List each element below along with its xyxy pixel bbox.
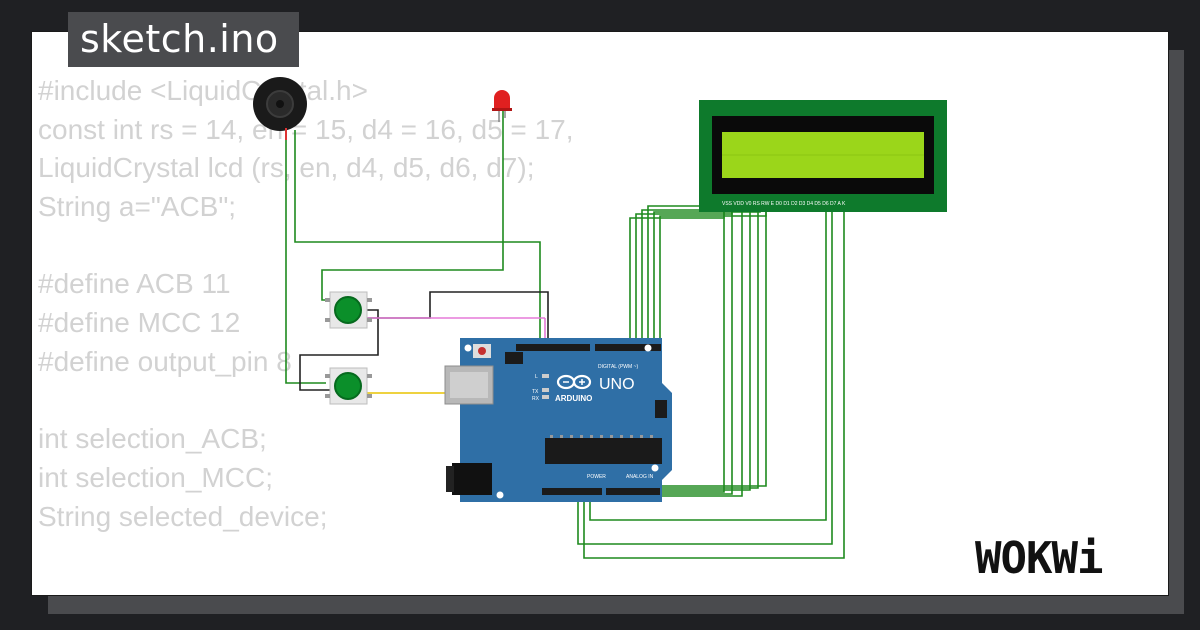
code-line: #define MCC 12: [38, 307, 241, 339]
board-maker: ARDUINO: [555, 394, 592, 403]
wire-buzzer-gnd: [285, 130, 326, 384]
code-line: int selection_MCC;: [38, 461, 273, 493]
code-line: #define ACB 11: [38, 268, 231, 300]
file-name-tag: sketch.ino: [68, 12, 299, 67]
arduino-logo-icon: [556, 374, 592, 390]
code-line: String selected_device;: [38, 500, 328, 532]
arduino-uno: UNO ARDUINO DIGITAL (PWM ~) POWER ANALOG…: [444, 338, 672, 502]
push-button-1: [325, 291, 372, 329]
code-background: #include <LiquidCrystal.h> const int rs …: [38, 72, 574, 536]
buzzer-icon: [253, 77, 307, 140]
lcd-display: VSS VDD V0 RS RW E D0 D1 D2 D3 D4 D5 D6 …: [699, 100, 947, 212]
digital-label: DIGITAL (PWM ~): [598, 364, 638, 370]
code-line: const int rs = 14, en = 15, d4 = 16, d5 …: [38, 113, 574, 145]
code-line: int selection_ACB;: [38, 423, 267, 455]
wire-buzzer-signal: [294, 130, 541, 345]
led-icon: [492, 90, 512, 122]
tx-label: TX: [532, 389, 539, 395]
code-line: LiquidCrystal lcd (rs, en, d4, d5, d6, d…: [38, 152, 535, 184]
rx-label: RX: [532, 396, 540, 402]
wire-button-gnd: [299, 309, 379, 391]
l-label: L: [535, 374, 538, 380]
push-button-2: [325, 367, 372, 405]
wokwi-logo: WOKWi: [975, 533, 1103, 584]
lcd-pin-labels: VSS VDD V0 RS RW E D0 D1 D2 D3 D4 D5 D6 …: [722, 201, 846, 207]
code-line: String a="ACB";: [38, 191, 237, 223]
power-label: POWER: [587, 474, 606, 480]
wire-led: [321, 108, 504, 301]
analog-label: ANALOG IN: [626, 474, 654, 480]
code-line: #define output_pin 8: [38, 345, 292, 377]
board-brand: UNO: [599, 376, 635, 393]
